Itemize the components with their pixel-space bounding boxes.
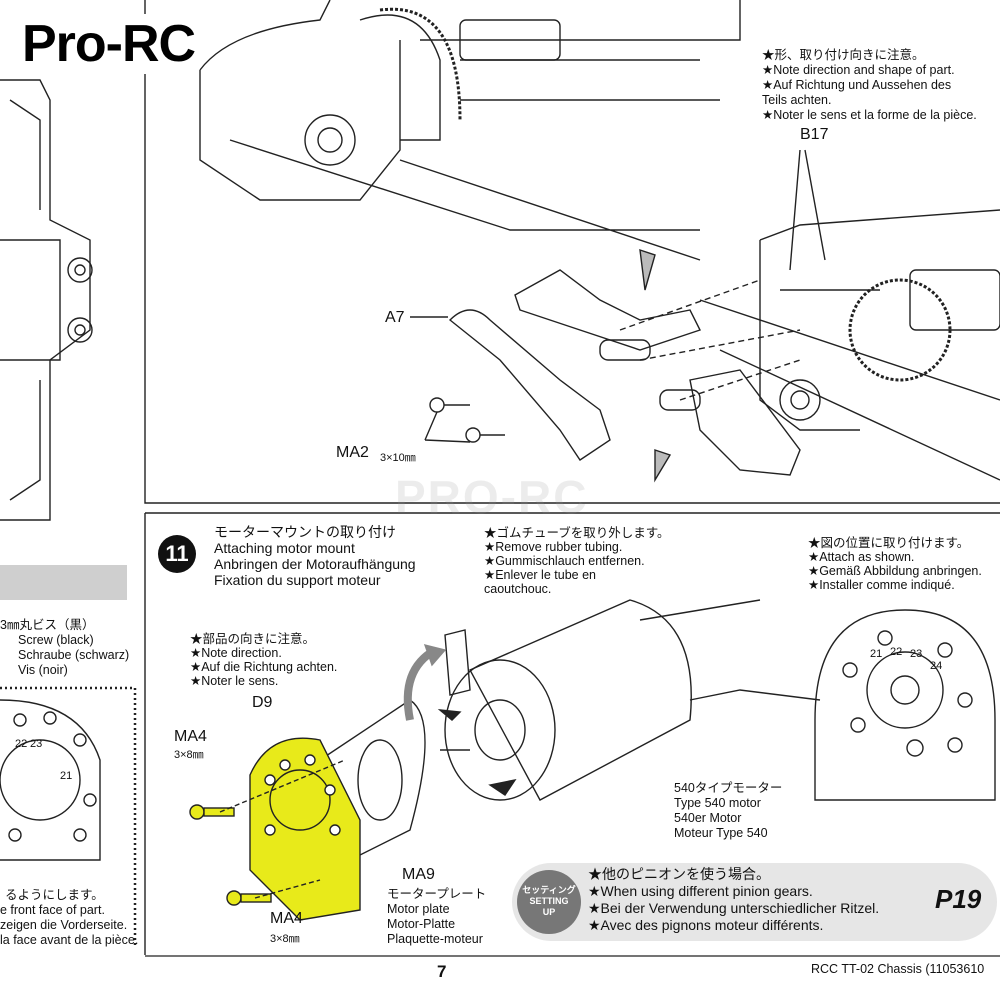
- mount-number: 22: [890, 646, 903, 658]
- note-line: ★Gemäß Abbildung anbringen.: [808, 564, 982, 578]
- label-b17: B17: [800, 126, 829, 143]
- mount-number: 22: [15, 738, 28, 750]
- note-line: Moteur Type 540: [674, 826, 768, 840]
- top-panel-border: [144, 0, 1000, 504]
- seal-text: SETTING: [529, 896, 569, 906]
- note-line: ★他のピニオンを使う場合。: [588, 866, 770, 882]
- title-line: Attaching motor mount: [214, 540, 355, 556]
- screw-notes: 3㎜丸ビス（黒） Screw (black) Schraube (schwarz…: [0, 618, 129, 678]
- note-line: ★Note direction.: [190, 646, 282, 660]
- note-line: 3㎜丸ビス（黒）: [0, 618, 95, 632]
- note-line: ★Installer comme indiqué.: [808, 578, 955, 592]
- setting-notes: ★他のピニオンを使う場合。 ★When using different pini…: [588, 866, 879, 934]
- gearbox-upper: [199, 0, 401, 201]
- step-title: モーターマウントの取り付け Attaching motor mount Anbr…: [214, 524, 416, 588]
- note-line: Motor-Platte: [387, 917, 456, 931]
- mount-number: 21: [870, 648, 883, 660]
- gearbox-right: [759, 209, 1000, 431]
- attach-notes: ★図の位置に取り付けます。 ★Attach as shown. ★Gemäß A…: [808, 536, 982, 592]
- mount-number: 24: [930, 660, 943, 672]
- note-line: Teils achten.: [762, 93, 832, 107]
- left-dotted-box: [0, 686, 137, 945]
- note-line: ★Note direction and shape of part.: [762, 63, 955, 77]
- note-line: la face avant de la pièce.: [0, 933, 139, 947]
- note-line: ★Enlever le tube en: [484, 568, 596, 582]
- upper-arm-A: [514, 269, 701, 351]
- note-line: ★Attach as shown.: [808, 550, 915, 564]
- mount-number: 23: [910, 648, 923, 660]
- title-line: Anbringen der Motoraufhängung: [214, 556, 416, 572]
- title-line: Fixation du support moteur: [214, 572, 381, 588]
- label-a7: A7: [385, 309, 405, 326]
- motor-notes: 540タイプモーター Type 540 motor 540er Motor Mo…: [674, 781, 782, 841]
- note-line: Screw (black): [18, 633, 94, 647]
- setting-up-seal: セッティング SETTING UP: [517, 870, 581, 934]
- note-line: ★Noter le sens et la forme de la pièce.: [762, 108, 977, 122]
- label-ma9: MA9: [402, 866, 435, 883]
- note-line: ★Gummischlauch entfernen.: [484, 554, 645, 568]
- label-ma4-bottom: MA4: [270, 910, 303, 927]
- step-number-badge: 11: [158, 535, 196, 573]
- face-notes: るようにします。 e front face of part. zeigen di…: [0, 888, 138, 948]
- note-line: るようにします。: [5, 888, 104, 902]
- step-panel-border: [144, 512, 1000, 955]
- note-line: ★When using different pinion gears.: [588, 883, 813, 899]
- note-line: ★図の位置に取り付けます。: [808, 536, 970, 550]
- mount-number: 23: [30, 738, 43, 750]
- label-ma4-bottom-size: 3×8㎜: [270, 933, 300, 945]
- note-line: モータープレート: [387, 887, 487, 901]
- note-line: e front face of part.: [0, 903, 105, 917]
- lower-arm: [689, 369, 801, 476]
- screw-ma2: [429, 397, 505, 443]
- brand-logo: Pro-RC: [18, 14, 200, 74]
- note-line: ★Auf Richtung und Aussehen des: [762, 78, 952, 92]
- note-line: ★形、取り付け向きに注意。: [762, 48, 925, 62]
- title-line: モーターマウントの取り付け: [214, 524, 396, 540]
- arm-A7: [448, 309, 611, 461]
- note-line: ★Avec des pignons moteur différents.: [588, 917, 824, 933]
- rubber-notes: ★ゴムチューブを取り外します。 ★Remove rubber tubing. ★…: [484, 526, 670, 596]
- left-section-bar: [0, 565, 127, 600]
- left-motor-mount: [0, 699, 101, 861]
- note-line: Motor plate: [387, 902, 450, 916]
- note-line: Schraube (schwarz): [18, 648, 130, 662]
- label-ma2-size: 3×10㎜: [380, 452, 416, 464]
- setting-up-banner: [512, 863, 997, 941]
- note-line: Vis (noir): [18, 663, 68, 677]
- motor-plate-ma9: [319, 699, 426, 861]
- page-reference-link[interactable]: P19: [935, 884, 982, 914]
- seal-text: UP: [542, 907, 556, 917]
- plate-notes: モータープレート Motor plate Motor-Platte Plaque…: [387, 887, 486, 947]
- label-ma4-top: MA4: [174, 728, 207, 745]
- label-ma2: MA2: [336, 444, 369, 461]
- motor-mount-installed: [814, 609, 996, 801]
- label-ma4-top-size: 3×8㎜: [174, 749, 204, 761]
- note-line: zeigen die Vorderseite.: [0, 918, 128, 932]
- note-line: ★Noter le sens.: [190, 674, 279, 688]
- note-line: ★ゴムチューブを取り外します。: [484, 526, 670, 540]
- note-line: ★Bei der Verwendung unterschiedlicher Ri…: [588, 900, 880, 916]
- note-line: Type 540 motor: [674, 796, 761, 810]
- left-arm-drawing: [0, 79, 91, 521]
- note-direction-shape: ★形、取り付け向きに注意。 ★Note direction and shape …: [762, 48, 977, 123]
- seal-text: セッティング: [522, 885, 576, 895]
- note-line: 540タイプモーター: [674, 781, 783, 795]
- direction-notes: ★部品の向きに注意。 ★Note direction. ★Auf die Ric…: [190, 632, 337, 688]
- note-line: ★部品の向きに注意。: [190, 632, 316, 646]
- note-line: Plaquette-moteur: [387, 932, 483, 946]
- note-line: ★Remove rubber tubing.: [484, 540, 623, 554]
- watermark: PRO-RC: [395, 471, 589, 523]
- note-line: 540er Motor: [674, 811, 742, 825]
- motor-540: [469, 599, 692, 801]
- page-number: 7: [437, 962, 447, 981]
- label-d9: D9: [252, 694, 273, 711]
- footer-title: RCC TT-02 Chassis (11053610: [811, 962, 985, 976]
- mount-number: 21: [60, 770, 73, 782]
- note-line: ★Auf die Richtung achten.: [190, 660, 338, 674]
- note-line: caoutchouc.: [484, 582, 552, 596]
